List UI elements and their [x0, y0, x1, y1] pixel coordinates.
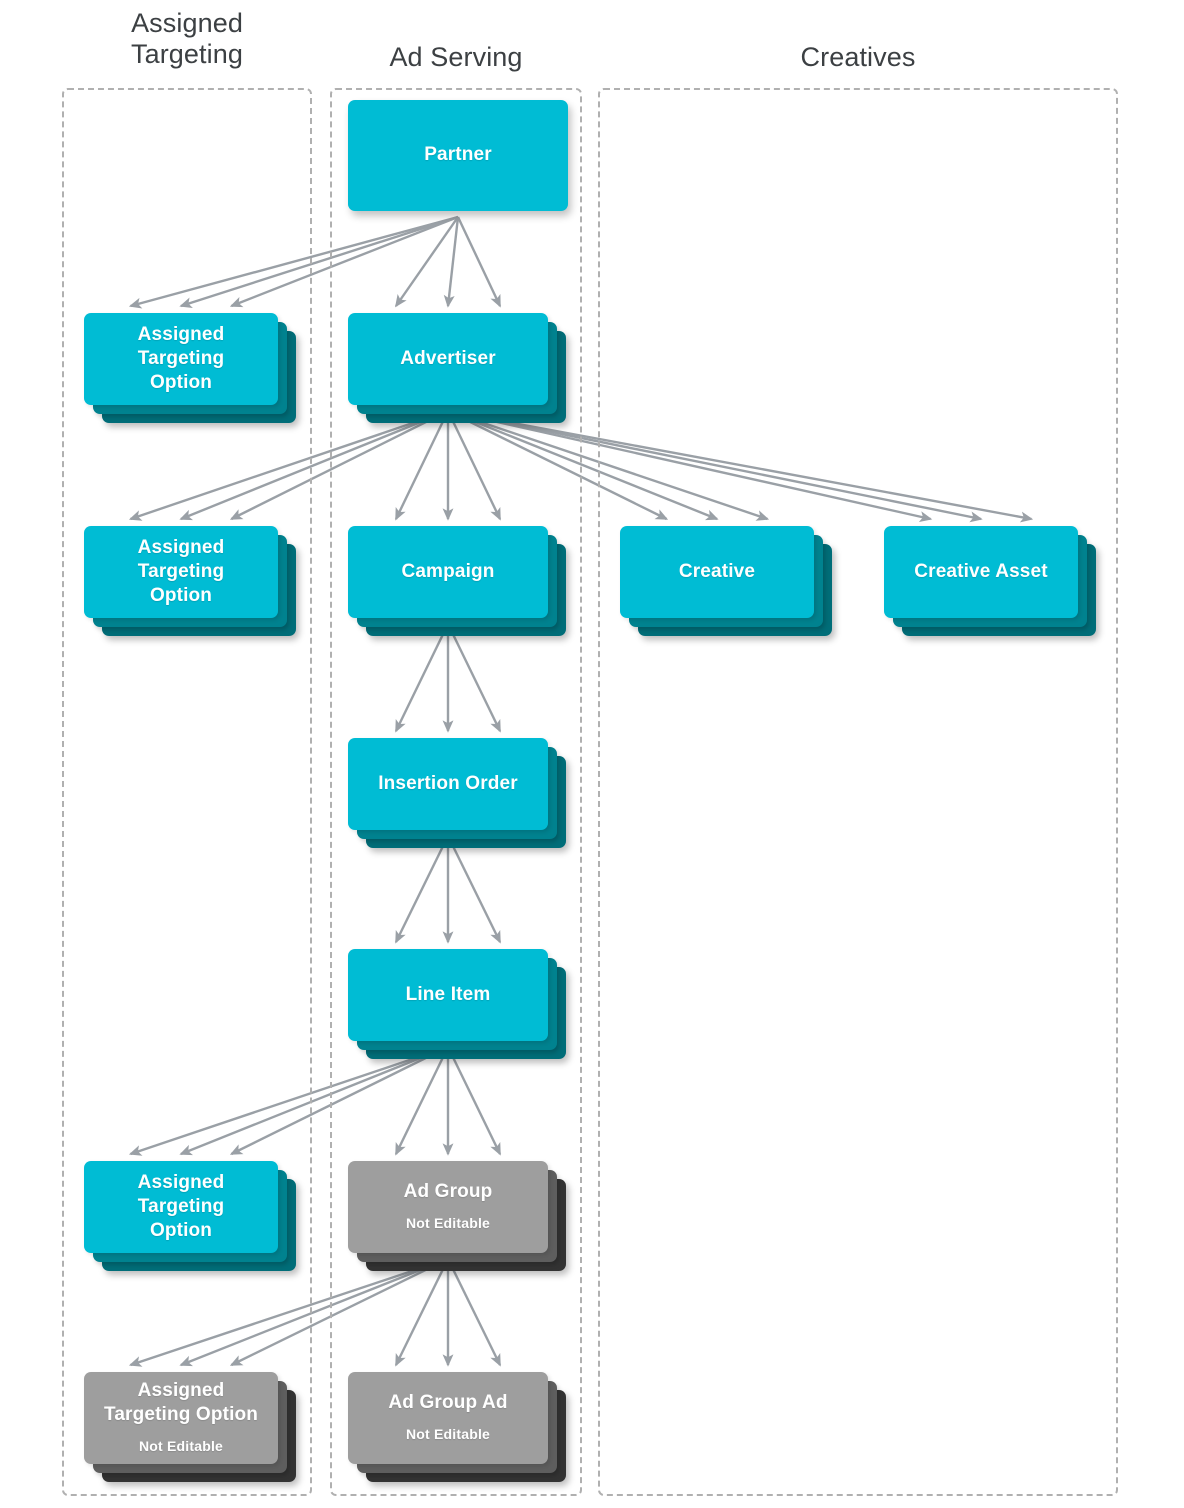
edge-ad-group-to-ad-group-ad [394, 1258, 502, 1367]
node-card-creative-asset[interactable]: Creative Asset [884, 526, 1078, 618]
column-title-creatives: Creatives [800, 42, 916, 72]
node-card-insertion-order[interactable]: Insertion Order [348, 738, 548, 830]
node-sublabel-assigned-targeting-option-ad-group: Not Editable [138, 1438, 224, 1455]
node-partner[interactable]: Partner [348, 100, 568, 211]
node-label-assigned-targeting-option-line-item: Assigned Targeting Option [137, 1171, 225, 1242]
node-label-campaign: Campaign [401, 560, 495, 582]
node-line-item[interactable]: Line Item [348, 949, 566, 1059]
node-label-creative-asset: Creative Asset [914, 560, 1048, 582]
node-card-assigned-targeting-option-line-item[interactable]: Assigned Targeting Option [84, 1161, 278, 1253]
node-insertion-order[interactable]: Insertion Order [348, 738, 566, 848]
node-campaign[interactable]: Campaign [348, 526, 566, 636]
column-title-assigned-targeting: Assigned Targeting [131, 8, 243, 70]
edge-advertiser-to-assigned-targeting-option [128, 409, 449, 521]
edge-campaign-to-insertion-order [394, 623, 502, 733]
node-label-ad-group: Ad Group [403, 1180, 493, 1202]
node-label-assigned-targeting-option-ad-group: Assigned Targeting Option [103, 1379, 259, 1426]
node-label-insertion-order: Insertion Order [378, 772, 518, 794]
node-advertiser[interactable]: Advertiser [348, 313, 566, 423]
edge-line-item-to-assigned-targeting-option [128, 1045, 449, 1156]
node-card-assigned-targeting-option-advertiser[interactable]: Assigned Targeting Option [84, 526, 278, 618]
edge-advertiser-to-creative [447, 409, 770, 521]
node-card-campaign[interactable]: Campaign [348, 526, 548, 618]
node-assigned-targeting-option-partner[interactable]: Assigned Targeting Option [84, 313, 296, 423]
node-label-line-item: Line Item [405, 983, 491, 1005]
node-creative-asset[interactable]: Creative Asset [884, 526, 1096, 636]
node-assigned-targeting-option-advertiser[interactable]: Assigned Targeting Option [84, 526, 296, 636]
edge-partner-to-advertiser [395, 216, 502, 308]
node-card-line-item[interactable]: Line Item [348, 949, 548, 1041]
node-label-assigned-targeting-option-partner: Assigned Targeting Option [137, 323, 225, 394]
node-assigned-targeting-option-line-item[interactable]: Assigned Targeting Option [84, 1161, 296, 1271]
node-card-advertiser[interactable]: Advertiser [348, 313, 548, 405]
node-card-assigned-targeting-option-partner[interactable]: Assigned Targeting Option [84, 313, 278, 405]
node-label-assigned-targeting-option-advertiser: Assigned Targeting Option [137, 536, 225, 607]
node-label-partner: Partner [424, 144, 492, 166]
node-label-ad-group-ad: Ad Group Ad [388, 1391, 508, 1413]
node-ad-group-ad[interactable]: Ad Group Ad Not Editable [348, 1372, 566, 1482]
edge-partner-to-assigned-targeting-option [128, 215, 459, 309]
column-group-assigned-targeting [62, 88, 312, 1496]
node-card-ad-group-ad[interactable]: Ad Group Ad Not Editable [348, 1372, 548, 1464]
column-title-ad-serving: Ad Serving [389, 42, 523, 72]
column-group-creatives [598, 88, 1118, 1496]
edge-insertion-order-to-line-item [394, 835, 502, 944]
node-sublabel-ad-group: Not Editable [405, 1215, 491, 1232]
edge-line-item-to-ad-group [394, 1046, 502, 1156]
node-label-creative: Creative [678, 560, 756, 582]
node-card-creative[interactable]: Creative [620, 526, 814, 618]
edge-ad-group-to-assigned-targeting-option [128, 1257, 449, 1367]
edge-advertiser-to-creative-asset [447, 409, 1034, 523]
edge-advertiser-to-campaign [394, 410, 502, 521]
node-label-advertiser: Advertiser [400, 347, 496, 369]
node-creative[interactable]: Creative [620, 526, 832, 636]
node-card-partner[interactable]: Partner [348, 100, 568, 211]
column-group-ad-serving [330, 88, 582, 1496]
node-sublabel-ad-group-ad: Not Editable [405, 1426, 491, 1443]
